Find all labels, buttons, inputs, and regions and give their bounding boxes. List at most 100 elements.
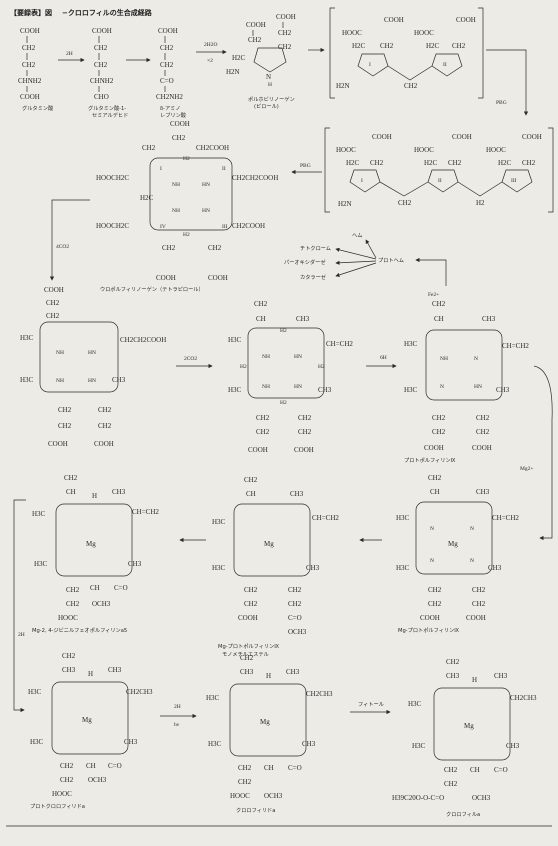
- svg-text:CH2COOH: CH2COOH: [232, 222, 265, 230]
- svg-text:I: I: [369, 62, 371, 68]
- svg-text:CH2: CH2: [448, 159, 462, 167]
- svg-text:CH2: CH2: [238, 764, 252, 772]
- svg-text:CH2: CH2: [58, 406, 72, 414]
- svg-text:CH2CH2COOH: CH2CH2COOH: [232, 174, 278, 182]
- svg-text:COOH: COOH: [452, 133, 472, 141]
- svg-text:モノメチルエステル: モノメチルエステル: [222, 651, 269, 658]
- svg-text:H2N: H2N: [336, 82, 350, 90]
- protoporphyrinogen: CH2 CH CH3 NH HN NH HN H3C CH=CH2 H3C CH…: [228, 300, 353, 454]
- svg-text:カタラーゼ: カタラーゼ: [300, 273, 326, 281]
- svg-text:COOH: COOH: [156, 274, 176, 282]
- svg-text:H2: H2: [183, 156, 190, 162]
- svg-text:H2: H2: [318, 364, 325, 370]
- svg-text:COOH: COOH: [44, 286, 64, 294]
- svg-text:OCH3: OCH3: [88, 776, 107, 784]
- svg-text:フィトール: フィトール: [358, 701, 384, 708]
- svg-text:CH3: CH3: [506, 742, 520, 750]
- svg-text:H: H: [268, 82, 272, 88]
- svg-text:H3C: H3C: [20, 376, 34, 384]
- svg-text:CH2: CH2: [432, 414, 446, 422]
- svg-text:C=O: C=O: [288, 614, 302, 622]
- svg-text:CH2COOH: CH2COOH: [196, 144, 229, 152]
- mg-protoporphyrin-ix: CH2 CH CH3 N N N N Mg H3C CH=CH2 H3C CH3…: [396, 474, 519, 634]
- svg-text:CH2: CH2: [240, 654, 254, 662]
- svg-text:PBG: PBG: [496, 100, 507, 106]
- pyrrole-trimer: COOH COOH COOH HOOC HOOC HOOC H2C CH2 H2…: [324, 127, 554, 213]
- mg-divinyl-pheoporphyrin: CH2 CH H CH3 Mg H3C CH=CH2 H3C CH3 CH2 C…: [32, 474, 159, 634]
- svg-text:HOOC: HOOC: [52, 790, 72, 798]
- svg-text:クロロフィリドa: クロロフィリドa: [236, 807, 275, 814]
- svg-text:NH: NH: [56, 378, 64, 384]
- svg-text:H: H: [92, 492, 97, 500]
- svg-text:CH3: CH3: [296, 315, 310, 323]
- glutamate: COOH CH2 CH2 CHNH2 COOH グルタミン酸: [18, 27, 54, 112]
- svg-text:II: II: [222, 166, 226, 172]
- chlorophyll-a: CH2 CH3 H CH3 Mg H3C CH2CH3 H3C CH3 CH2 …: [392, 658, 537, 818]
- svg-text:H2C: H2C: [140, 194, 154, 202]
- svg-text:6H: 6H: [380, 355, 387, 361]
- svg-text:CH2: CH2: [256, 428, 270, 436]
- svg-text:CH3: CH3: [112, 376, 126, 384]
- coproporphyrinogen: COOH CH2 CH2 NH HN NH HN H3C CH2CH2COOH …: [20, 286, 166, 448]
- svg-text:CH2: CH2: [278, 43, 292, 51]
- svg-text:C=O: C=O: [494, 766, 508, 774]
- svg-text:H3C: H3C: [32, 510, 46, 518]
- svg-text:H3C: H3C: [28, 688, 42, 696]
- svg-text:H3C: H3C: [412, 742, 426, 750]
- svg-text:セミアルデヒド: セミアルデヒド: [92, 111, 128, 119]
- svg-text:CH2: CH2: [248, 36, 262, 44]
- svg-text:CH2: CH2: [380, 42, 394, 50]
- svg-text:CH2: CH2: [244, 586, 258, 594]
- svg-text:H2: H2: [476, 199, 485, 207]
- svg-text:CH3: CH3: [306, 564, 320, 572]
- svg-text:COOH: COOH: [246, 21, 266, 29]
- svg-text:III: III: [222, 224, 228, 230]
- svg-text:CH3: CH3: [496, 386, 510, 394]
- svg-text:CH2: CH2: [476, 414, 490, 422]
- uroporphyrinogen: COOH CH2 CH2 CH2COOH I II III IV H2 NH H…: [96, 120, 278, 293]
- chlorophyllide-a: CH2 CH3 H CH3 Mg H3C CH2CH3 H3C CH3 CH2 …: [206, 654, 333, 814]
- svg-text:H3C: H3C: [228, 386, 242, 394]
- svg-text:H39C20O-O-C=O: H39C20O-O-C=O: [392, 794, 444, 802]
- svg-text:CH2: CH2: [238, 778, 252, 786]
- svg-text:CH: CH: [90, 584, 100, 592]
- svg-text:H2: H2: [183, 232, 190, 238]
- svg-text:HOOC: HOOC: [414, 29, 434, 37]
- svg-text:CH2: CH2: [46, 312, 60, 320]
- svg-text:CH2: CH2: [244, 600, 258, 608]
- svg-text:H3C: H3C: [408, 700, 422, 708]
- svg-text:NH: NH: [172, 182, 180, 188]
- svg-text:CH2: CH2: [64, 474, 78, 482]
- svg-text:hν: hν: [174, 722, 180, 728]
- svg-text:ヘム: ヘム: [352, 232, 362, 239]
- svg-text:COOH: COOH: [384, 16, 404, 24]
- svg-text:CH: CH: [246, 490, 256, 498]
- svg-text:CH3: CH3: [482, 315, 496, 323]
- svg-text:HN: HN: [202, 208, 210, 214]
- svg-text:Mg: Mg: [464, 722, 474, 730]
- svg-text:CH2: CH2: [444, 766, 458, 774]
- svg-text:CH2: CH2: [522, 159, 536, 167]
- svg-text:I: I: [160, 166, 162, 172]
- svg-text:CH2: CH2: [428, 474, 442, 482]
- svg-text:CH2: CH2: [66, 586, 80, 594]
- svg-text:CH: CH: [470, 766, 480, 774]
- svg-text:CH2: CH2: [432, 300, 446, 308]
- svg-text:CH2: CH2: [298, 414, 312, 422]
- svg-text:ポルホビリノーゲン: ポルホビリノーゲン: [248, 95, 295, 103]
- svg-text:NH: NH: [262, 354, 270, 360]
- svg-text:CH2: CH2: [254, 300, 268, 308]
- svg-text:H2C: H2C: [232, 54, 246, 62]
- svg-text:HN: HN: [474, 384, 482, 390]
- svg-text:COOH: COOH: [372, 133, 392, 141]
- svg-text:COOH: COOH: [238, 614, 258, 622]
- svg-text:H3C: H3C: [404, 340, 418, 348]
- svg-text:CH2: CH2: [428, 600, 442, 608]
- svg-text:H2C: H2C: [346, 159, 360, 167]
- svg-text:HOOC: HOOC: [414, 146, 434, 154]
- svg-text:CH: CH: [430, 488, 440, 496]
- svg-text:CH2: CH2: [160, 44, 174, 52]
- svg-text:H3C: H3C: [228, 336, 242, 344]
- page-title: −クロロフィルの生合成経路: [62, 8, 153, 17]
